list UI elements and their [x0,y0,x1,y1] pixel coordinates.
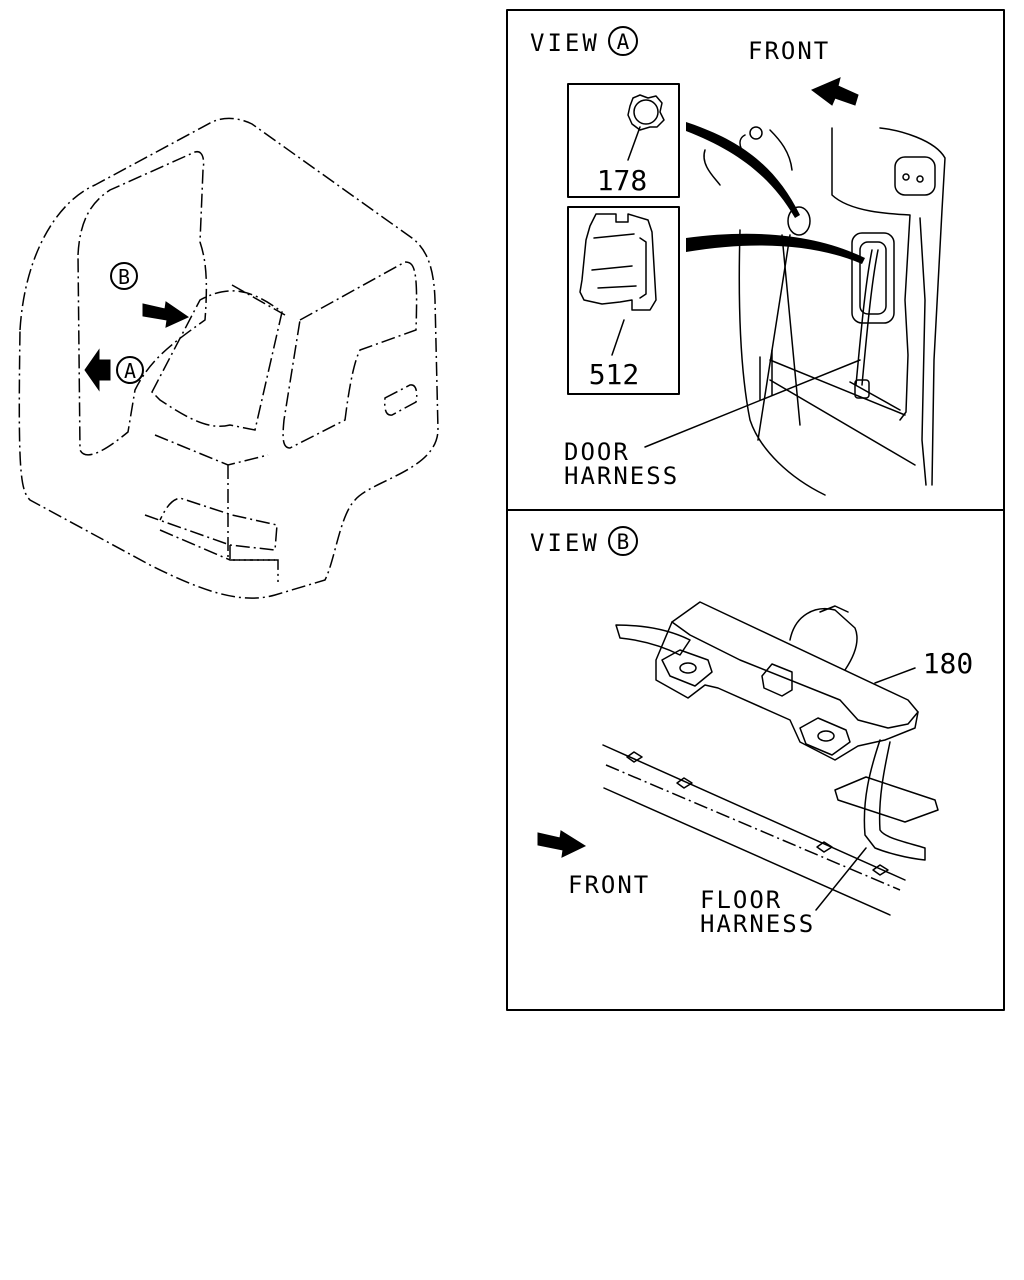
view-a-marker-circle [608,26,638,56]
part-512-number: 512 [589,358,640,391]
part-512-box [567,206,680,395]
part-512-clip-icon [579,213,657,311]
view-b-panel: VIEW B 180 FRONT FLOOR [506,509,1005,1011]
marker-b-circle [110,262,138,290]
door-pillar-slot [894,156,936,196]
arrow-a-icon [84,348,111,392]
bumper [144,497,278,561]
part-180-number: 180 [923,647,974,680]
door-screw-icon [749,126,763,140]
part-512-clip-inner [591,233,647,299]
view-b-marker-circle [608,526,638,556]
view-b-frame [506,509,1005,1011]
floor-harness-label-1: FLOOR [700,886,782,914]
floor-harness-cable [863,739,926,861]
part-178-number: 178 [597,164,648,197]
view-b-front-label: FRONT [568,871,650,899]
floor-harness-leader [815,847,867,911]
part-178-grommet-hole [633,99,659,125]
marker-a-circle [116,356,144,384]
door-harness-cable [855,249,879,386]
bracket-180-right-tab [799,717,851,756]
marker-b-letter: B [118,265,130,289]
grommet-178-installed [787,206,811,236]
door-inner-curve-a [739,134,796,211]
cab-overview: B A [18,117,439,599]
grommet-opening [851,232,895,324]
pillar-hole-left [902,173,910,181]
door-rod-b [781,234,801,426]
door-hinge-lines [759,349,773,401]
view-a-panel: VIEW A FRONT 178 512 [506,9,1005,511]
view-a-marker-letter: A [617,30,630,54]
callout-178-curve [686,122,800,218]
bracket-180-center-tab [761,663,793,697]
pillar-contour [919,217,927,486]
floor-line-3 [603,787,891,916]
cab-outline [18,117,439,599]
view-b-title: VIEW [530,529,600,557]
floor-line-2 [605,764,901,891]
door-harness-leader [644,359,861,448]
door-opening [77,150,208,456]
floor-hole-4 [872,864,889,876]
bumper-lower [159,529,279,582]
marker-a-letter: A [124,359,136,383]
grommet-opening-inner [859,241,887,315]
door-pillar-outer [879,127,946,486]
view-a-front-label: FRONT [748,37,830,65]
door-inner-curve-b [703,149,721,186]
door-inner-bottom [769,359,916,466]
floor-hole-1 [626,751,643,763]
floor-plate [834,776,939,823]
floor-hole-2 [676,777,693,789]
bracket-180-left-hole [679,662,697,674]
floor-hole-3 [816,841,833,853]
pillar-hole-right [916,175,924,183]
view-b-marker-letter: B [617,530,630,554]
part-178-leader [627,126,641,161]
bracket-180-left-tab [661,649,713,687]
door-harness-label-2: HARNESS [564,462,679,490]
harness-stub-left [615,624,691,656]
view-a-title: VIEW [530,29,600,57]
windshield-top [231,284,286,316]
part-178-box [567,83,680,198]
bracket-180-right-hole [817,730,835,742]
view-a-front-arrow-icon [811,77,859,106]
arrow-b-icon [142,301,190,328]
door-pillar-inner [831,127,911,421]
bracket-180-front [655,621,919,761]
view-b-front-arrow-icon [537,830,587,858]
door-handle [384,384,418,416]
floor-line-1 [602,744,906,881]
part-512-leader [611,319,625,356]
door-inner-left [738,229,826,496]
door-harness-label-1: DOOR [564,438,630,466]
floor-harness-label-2: HARNESS [700,910,815,938]
front-panel [154,434,269,560]
windshield [151,290,283,431]
side-window [282,261,418,449]
callout-512-curve [686,233,865,264]
bracket-180-hump [789,605,858,671]
part-180-leader [874,667,916,684]
door-inner-curve-c [769,129,793,171]
part-178-grommet-icon [627,94,665,131]
bracket-180-top [671,601,919,729]
